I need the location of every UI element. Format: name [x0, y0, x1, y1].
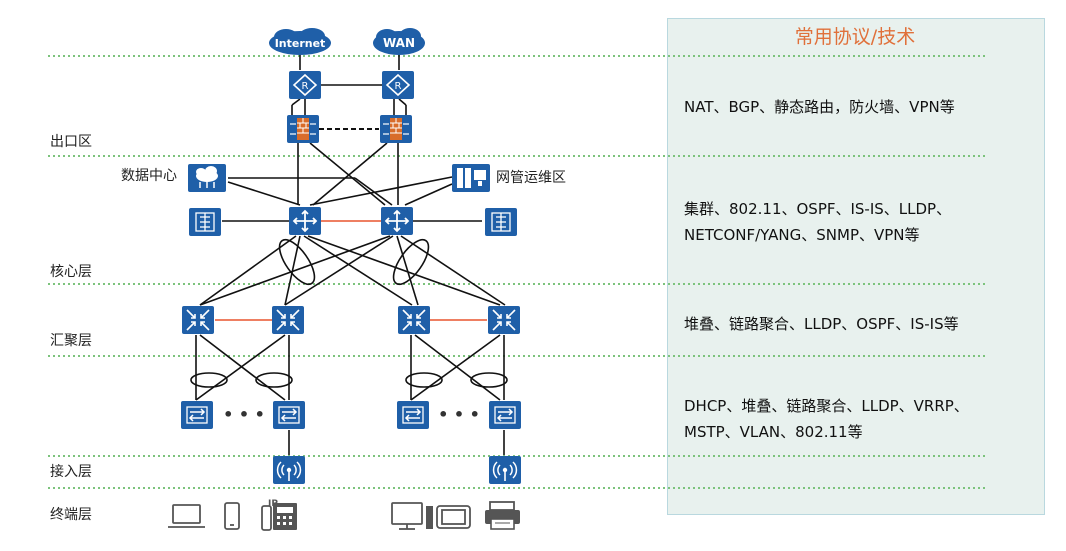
tablet-icon	[436, 505, 471, 529]
layer-label-exit: 出口区	[50, 134, 92, 150]
cloud-wan-label: WAN	[383, 36, 415, 50]
cloud-internet: Internet	[269, 28, 331, 55]
laptop-icon	[168, 504, 205, 528]
protocols-aggregation-line: 堆叠、链路聚合、LLDP、OSPF、IS-IS等	[684, 315, 959, 333]
firewall-icon	[484, 207, 518, 237]
access-switch-icon	[180, 400, 214, 430]
core-switch-icon	[288, 206, 322, 236]
netmgmt-server-icon	[452, 164, 490, 192]
layer-label-aggregation: 汇聚层	[50, 333, 92, 349]
stack-links	[215, 220, 487, 321]
layer-dividers	[48, 55, 985, 489]
printer-icon	[485, 501, 520, 530]
layer-label-access: 接入层	[50, 464, 92, 480]
protocols-core-line: NETCONF/YANG、SNMP、VPN等	[684, 226, 920, 244]
protocols-access-line: MSTP、VLAN、802.11等	[684, 423, 863, 441]
desktop-pc-icon	[391, 502, 433, 530]
access-switch-icon	[272, 400, 306, 430]
firewall-icon	[379, 114, 413, 144]
aggregation-switch-icon	[487, 305, 521, 335]
firewall-icon	[188, 207, 222, 237]
access-switch-icon	[396, 400, 430, 430]
wireless-ap-icon	[488, 455, 522, 485]
protocols-core: 集群、802.11、OSPF、IS-IS、LLDP、 NETCONF/YANG、…	[684, 196, 951, 248]
ip-phone-icon: IP	[261, 499, 297, 531]
network-links	[195, 52, 506, 455]
core-switch-icon	[380, 206, 414, 236]
layer-label-terminal: 终端层	[50, 507, 92, 523]
protocols-exit-line: NAT、BGP、静态路由，防火墙、VPN等	[684, 98, 955, 116]
datacenter-label: 数据中心	[121, 168, 177, 184]
aggregation-switch-icon	[271, 305, 305, 335]
router-icon	[288, 70, 322, 100]
netmgmt-label: 网管运维区	[496, 170, 566, 186]
ellipsis-right: • • •	[438, 405, 480, 424]
protocols-exit: NAT、BGP、静态路由，防火墙、VPN等	[684, 94, 955, 120]
aggregation-switch-icon	[397, 305, 431, 335]
cloud-internet-label: Internet	[275, 37, 326, 50]
datacenter-icon	[188, 164, 226, 192]
ellipsis-left: • • •	[223, 405, 265, 424]
link-aggregation-marks	[190, 238, 508, 388]
protocols-access-line: DHCP、堆叠、链路聚合、LLDP、VRRP、	[684, 397, 969, 415]
protocols-aggregation: 堆叠、链路聚合、LLDP、OSPF、IS-IS等	[684, 311, 959, 337]
aggregation-switch-icon	[181, 305, 215, 335]
mobile-phone-icon	[224, 502, 240, 530]
wireless-ap-icon	[272, 455, 306, 485]
panel-title: 常用协议/技术	[794, 26, 916, 48]
protocols-access: DHCP、堆叠、链路聚合、LLDP、VRRP、 MSTP、VLAN、802.11…	[684, 393, 969, 445]
firewall-icon	[286, 114, 320, 144]
access-switch-icon	[488, 400, 522, 430]
cloud-wan: WAN	[373, 28, 425, 55]
protocols-core-line: 集群、802.11、OSPF、IS-IS、LLDP、	[684, 200, 952, 218]
layer-label-core: 核心层	[50, 264, 92, 280]
router-icon	[381, 70, 415, 100]
